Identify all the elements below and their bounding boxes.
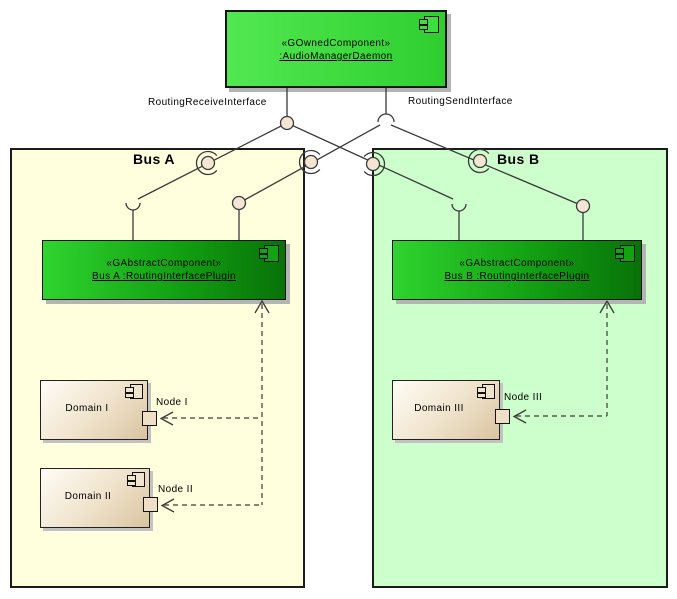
domain-3-component: Domain III [392,380,500,440]
domain-2-label: Domain II [64,491,112,502]
daemon-send-socket-icon [377,113,395,123]
bus-b-region-label: Bus B [497,151,540,167]
node-1-port-label: Node I [156,397,188,408]
component-icon [615,245,635,262]
component-icon [419,16,439,33]
node-1-port [142,411,157,426]
bus-b-routing-plugin-component: «GAbstractComponent» Bus B :RoutingInter… [392,240,642,300]
component-icon [127,472,145,487]
node-3-port [495,409,510,424]
bus-a-region-label: Bus A [133,151,175,167]
domain-1-label: Domain I [65,403,109,414]
plugin-b-name: Bus B :RoutingInterfacePlugin [444,271,590,282]
junction-ball-2 [303,154,319,170]
node-2-port [143,497,158,512]
component-icon [259,245,279,262]
daemon-receive-ball-icon [279,115,295,131]
daemon-stereotype: «GOwnedComponent» [281,38,391,49]
routing-send-interface-label: RoutingSendInterface [408,96,513,107]
node-3-port-label: Node III [504,392,543,403]
component-icon [477,384,495,399]
audio-manager-daemon-component: «GOwnedComponent» :AudioManagerDaemon [225,10,447,88]
plugin-a-name: Bus A :RoutingInterfacePlugin [92,271,236,282]
plugin-a-stereotype: «GAbstractComponent» [106,258,222,269]
routing-receive-interface-label: RoutingReceiveInterface [148,97,267,108]
domain-3-label: Domain III [414,403,464,414]
node-2-port-label: Node II [158,484,194,495]
bus-a-routing-plugin-component: «GAbstractComponent» Bus A :RoutingInter… [42,240,286,300]
component-icon [125,384,143,399]
domain-1-component: Domain I [40,380,148,440]
daemon-name: :AudioManagerDaemon [279,51,393,62]
bus-b-region [372,148,668,588]
plugin-b-stereotype: «GAbstractComponent» [459,258,575,269]
domain-2-component: Domain II [40,468,150,528]
